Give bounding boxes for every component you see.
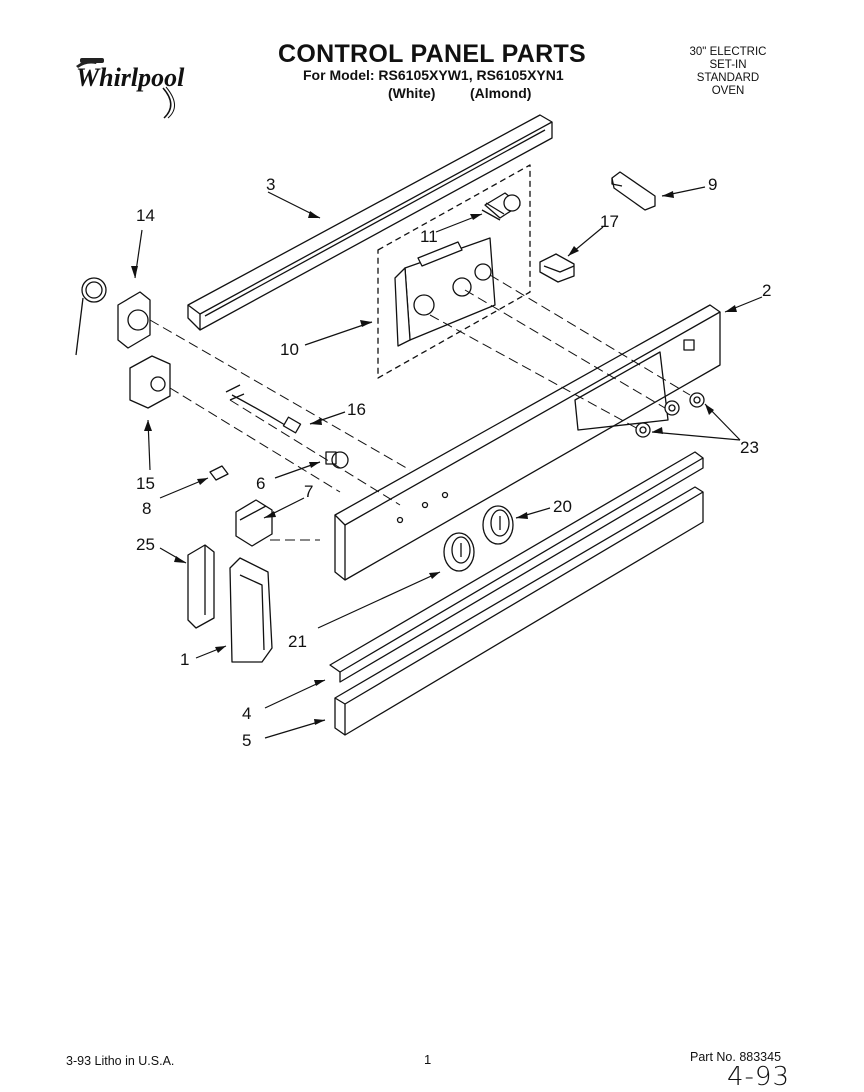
page-number: 1 <box>424 1052 432 1067</box>
callout-20: 20 <box>553 497 572 516</box>
product-line-4: OVEN <box>711 85 745 97</box>
handwritten-date: 4-93 <box>727 1062 791 1092</box>
part-23-nuts <box>635 392 705 438</box>
callout-23: 23 <box>740 438 759 457</box>
callout-3: 3 <box>266 175 275 194</box>
svg-text:Whirlpool: Whirlpool <box>76 63 185 92</box>
part-20-knob <box>482 505 514 545</box>
part-9-bracket <box>611 171 656 211</box>
model-line: For Model: RS6105XYW1, RS6105XYN1 <box>303 67 564 83</box>
callout-8: 8 <box>142 499 151 518</box>
part-5-trim <box>334 486 704 736</box>
callout-9: 9 <box>708 175 717 194</box>
part-2-control-panel <box>334 304 721 581</box>
part-21-knob <box>443 532 475 572</box>
callout-21: 21 <box>288 632 307 651</box>
callout-17: 17 <box>600 212 619 231</box>
whirlpool-logo: Whirlpool <box>76 58 185 119</box>
callout-4: 4 <box>242 704 251 723</box>
part-6-lamp <box>325 451 349 469</box>
part-3-trim-strip <box>187 114 553 331</box>
part-10-switch-bracket <box>377 164 531 379</box>
part-14-thermostat <box>75 277 151 356</box>
part-8-clip <box>209 465 229 481</box>
callout-1: 1 <box>180 650 189 669</box>
part-number: Part No. 883345 <box>690 1050 782 1064</box>
finish-white: (White) <box>388 85 436 101</box>
part-25-side-panel <box>187 544 215 629</box>
part-17-switch <box>539 253 575 283</box>
part-15-switch <box>129 355 171 409</box>
part-7-bracket <box>235 499 273 547</box>
litho-note: 3-93 Litho in U.S.A. <box>66 1054 175 1068</box>
callout-16: 16 <box>347 400 366 419</box>
page-title: CONTROL PANEL PARTS <box>278 40 587 68</box>
callout-15: 15 <box>136 474 155 493</box>
finish-almond: (Almond) <box>470 85 532 101</box>
callout-7: 7 <box>304 482 313 501</box>
product-line-2: SET-IN <box>709 59 747 71</box>
callout-25: 25 <box>136 535 155 554</box>
part-16-harness <box>225 384 302 434</box>
callout-11: 11 <box>420 227 438 246</box>
callout-2: 2 <box>762 281 771 300</box>
product-description: 30" ELECTRIC SET-IN STANDARD OVEN <box>672 46 784 98</box>
part-11-switch <box>481 192 521 221</box>
callout-14: 14 <box>136 206 155 225</box>
part-1-end-cap <box>229 557 273 663</box>
callout-10: 10 <box>280 340 299 359</box>
product-line-1: 30" ELECTRIC <box>689 46 767 58</box>
product-line-3: STANDARD <box>696 72 760 84</box>
part-4-trim <box>329 451 704 683</box>
callout-6: 6 <box>256 474 265 493</box>
callout-5: 5 <box>242 731 251 750</box>
